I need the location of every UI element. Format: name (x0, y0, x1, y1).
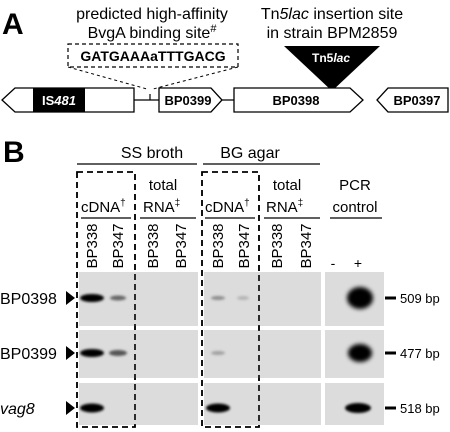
gel-ss-vag8 (79, 383, 198, 425)
lane-label: BP347 (110, 223, 127, 268)
binding-sequence: GATGAAAaTTTGACG (80, 48, 225, 64)
row-marker-vag8 (66, 401, 75, 415)
tn5lac-insertion-marker (284, 46, 380, 91)
cdna-label-bg: cDNA† (205, 198, 250, 216)
group-label-ss-broth: SS broth (121, 145, 183, 162)
cdna-label-ss: cDNA† (81, 198, 126, 216)
row-label-bp0398: BP0398 (0, 291, 57, 308)
gel-row-bp0398 (79, 272, 384, 326)
tn5lac-marker-label: Tn5lac (312, 51, 350, 65)
band-bp0398-pcr-positive (347, 287, 373, 309)
tn-insertion-strain: in strain BPM2859 (267, 25, 398, 42)
cdna-box-bg-overlay (201, 171, 260, 428)
band-bp0399-ss-bp338 (80, 349, 104, 357)
gene-arrow-bp0397 (376, 87, 449, 113)
band-bp0398-bg-bp347 (237, 296, 249, 300)
cdna-box-ss-overlay (76, 171, 136, 428)
predicted-site-subtitle: BvgA binding site# (88, 23, 218, 42)
band-vag8-ss-bp338 (80, 403, 104, 413)
gene-label-bp0397: BP0397 (394, 93, 441, 108)
row-label-vag8: vag8 (0, 401, 35, 418)
lane-label: BP338 (210, 223, 227, 268)
panel-b-label: B (3, 136, 25, 169)
gene-arrow-bp0398 (233, 87, 364, 113)
rna-label-bg: RNA‡ (266, 198, 303, 216)
predicted-site-title: predicted high-affinity (76, 6, 228, 23)
gel-row-vag8 (79, 383, 384, 425)
tn-insertion-title: Tn5lac insertion site (261, 6, 403, 23)
binding-site-leader-right (152, 66, 239, 90)
gene-label-bp0399: BP0399 (165, 93, 212, 108)
pcr-control-label-2: control (332, 199, 377, 216)
lane-label: BP347 (173, 223, 190, 268)
size-label-477: 477 bp (400, 346, 440, 361)
gel-bg-vag8 (204, 383, 321, 425)
binding-site-box (67, 43, 239, 68)
row-label-bp0399: BP0399 (0, 346, 57, 363)
pcr-control-label-1: PCR (339, 177, 371, 194)
band-vag8-bg-bp338 (206, 403, 230, 413)
band-bp0399-ss-bp347 (109, 350, 127, 356)
lane-label: BP347 (298, 223, 315, 268)
size-label-509: 509 bp (400, 291, 440, 306)
band-bp0398-bg-bp338 (211, 296, 225, 300)
lane-label: BP338 (269, 223, 286, 268)
is481-label: IS481 (42, 93, 76, 108)
total-label-ss: total (149, 177, 177, 194)
band-bp0399-bg-bp338 (211, 351, 225, 355)
total-label-bg: total (273, 177, 301, 194)
size-label-518: 518 bp (400, 401, 440, 416)
gene-label-bp0398: BP0398 (273, 93, 320, 108)
group-label-bg-agar: BG agar (220, 145, 280, 162)
lane-label: BP338 (84, 223, 101, 268)
is481-element (33, 88, 85, 112)
row-marker-bp0398 (66, 291, 75, 305)
band-bp0398-ss-bp347 (110, 295, 126, 301)
lane-labels: BP338 BP347 BP338 BP347 BP338 BP347 BP338 BP347 (84, 223, 315, 268)
band-vag8-pcr-positive (345, 403, 371, 413)
lane-label: BP347 (236, 223, 253, 268)
band-bp0398-ss-bp338 (80, 294, 104, 302)
band-bp0399-pcr-positive (348, 344, 372, 362)
gel-row-bp0399 (79, 330, 384, 378)
panel-a-label: A (2, 8, 24, 41)
gene-arrow-bp0399 (158, 87, 223, 113)
row-marker-bp0399 (66, 346, 75, 360)
pcr-positive-label: + (354, 255, 362, 271)
binding-site-leader-left (67, 66, 148, 90)
pcr-negative-label: - (331, 255, 336, 271)
lane-label: BP338 (145, 223, 162, 268)
rna-label-ss: RNA‡ (143, 198, 180, 216)
